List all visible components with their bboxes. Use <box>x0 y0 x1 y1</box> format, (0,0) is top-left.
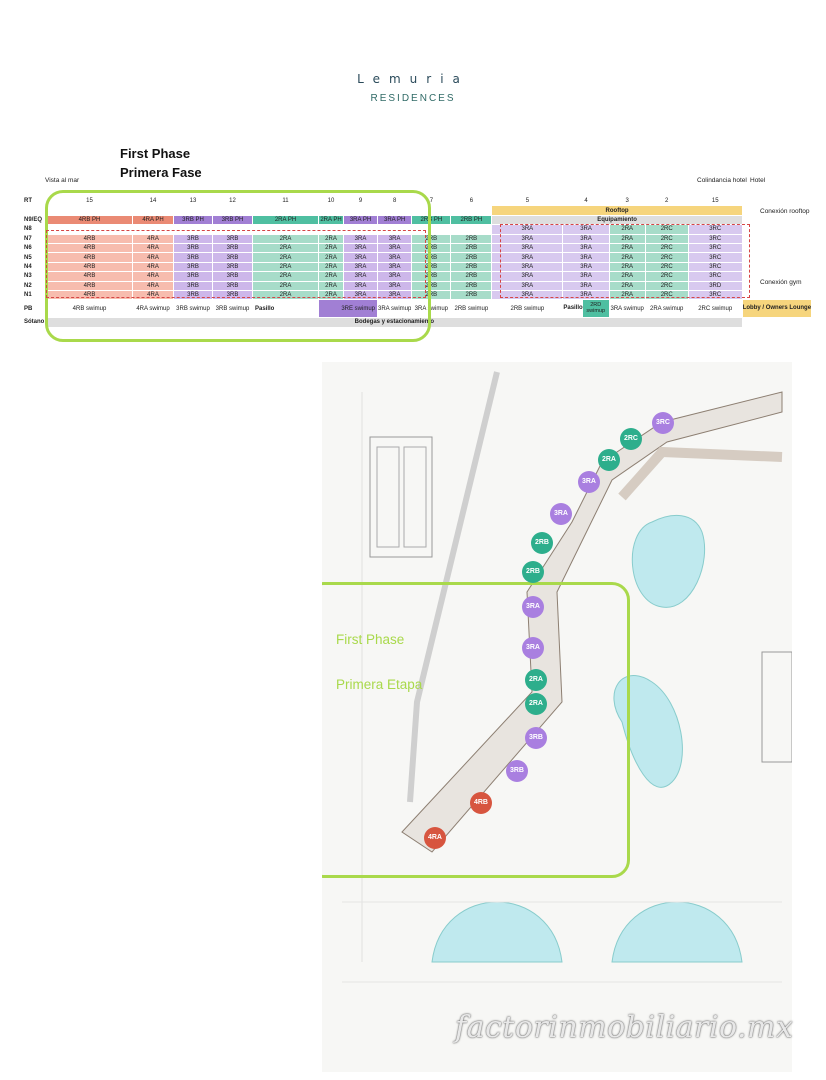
dashed-outline-right <box>500 224 750 298</box>
col-number: 5 <box>491 195 564 207</box>
unit-badge: 2RA <box>525 669 547 691</box>
pb-cell: 2RB swimup <box>491 299 564 319</box>
phase-title-en: First Phase <box>120 146 191 161</box>
unit-badge: 3RC <box>652 412 674 434</box>
row-label-n1: N1 <box>22 289 47 301</box>
pb-cell: 2RA swimup <box>644 299 689 319</box>
unit-cell: 2RB <box>450 271 493 282</box>
pb-cell: 3RE swimup <box>318 299 378 319</box>
col-number: 2 <box>644 195 689 207</box>
pb-row: PB 4RB swimup 4RA swimup 3RB swimup 3RB … <box>22 299 813 319</box>
unit-cell: 2RB <box>450 233 493 244</box>
pb-cell: 2RC swimup <box>687 299 743 319</box>
units-table: RT 15 14 13 12 11 10 9 8 7 6 5 4 3 2 15 … <box>22 195 813 328</box>
unit-cell: 2RB <box>450 261 493 273</box>
unit-badge: 3RB <box>506 760 528 782</box>
row-label-n2: N2 <box>22 280 47 291</box>
phase-title-es: Primera Fase <box>120 165 202 180</box>
row-label-n5: N5 <box>22 252 47 263</box>
phase-title: First Phase Primera Fase <box>120 144 202 182</box>
unit-badge: 2RA <box>598 449 620 471</box>
unit-badge: 3RB <box>525 727 547 749</box>
unit-cell: 3RA <box>376 289 413 301</box>
header-hotel: Hotel <box>750 177 766 184</box>
note-rooftop: Conexión rooftop <box>760 208 810 215</box>
n9-row: N9/EQ 4RB PH 4RA PH 3RB PH 3RB PH 2RA PH… <box>22 214 812 226</box>
pb-cell: 3RA swimup <box>608 299 646 319</box>
pb-cell: 2RB swimup <box>450 299 493 319</box>
unit-badge: 3RA <box>578 471 600 493</box>
col-number: 4 <box>562 195 610 207</box>
unit-cell: 2RB <box>450 289 493 301</box>
rooftop-cell: Rooftop <box>491 205 743 216</box>
brand-subtitle: RESIDENCES <box>370 93 456 104</box>
unit-badge: 2RC <box>620 428 642 450</box>
row-label-pb: PB <box>22 299 47 319</box>
site-plan: First Phase Primera Etapa 3RC 2RC 2RA 3R… <box>322 362 792 1072</box>
unit-cell: 2RB <box>450 252 493 263</box>
unit-cell: 2RB PH <box>450 214 493 226</box>
row-label-n8: N8 <box>22 224 47 235</box>
plan-phase-es: Primera Etapa <box>336 677 423 692</box>
row-label-n6: N6 <box>22 242 47 254</box>
pb-split-cell: Pasillo 2RD swimup <box>562 299 610 319</box>
unit-badge: 2RB <box>531 532 553 554</box>
pb-cell: 2RD swimup <box>582 300 609 317</box>
unit-badge: 4RA <box>424 827 446 849</box>
row-label-sotano: Sótano <box>22 317 47 328</box>
unit-cell: 2RB <box>450 242 493 254</box>
pb-cell: Lobby / Owners Lounge <box>741 299 813 319</box>
row-label-rt: RT <box>22 195 47 207</box>
unit-cell: 2RB <box>450 280 493 291</box>
unit-badge: 3RA <box>522 596 544 618</box>
row-label-n3: N3 <box>22 271 47 282</box>
pb-cell: 4RB swimup <box>46 299 133 319</box>
unit-badge: 2RA <box>525 693 547 715</box>
unit-badge: 2RB <box>522 561 544 583</box>
header-colindancia: Colindancia hotel <box>697 177 747 184</box>
unit-badge: 4RB <box>470 792 492 814</box>
watermark: factorinmobiliario.mx <box>455 1010 794 1045</box>
plan-phase-en: First Phase <box>336 632 405 647</box>
brand-name: Lemuria <box>357 72 469 86</box>
col-number: 15 <box>687 195 743 207</box>
unit-cell <box>450 224 493 235</box>
row-label-blank <box>22 205 47 216</box>
unit-cell: 3RC <box>687 289 743 301</box>
col-number: 6 <box>450 195 493 207</box>
unit-badge: 3RA <box>550 503 572 525</box>
unit-cell: 3RA <box>562 289 610 301</box>
row-label-n4: N4 <box>22 261 47 273</box>
header-vista: Vista al mar <box>45 177 80 184</box>
pb-cell: Pasillo <box>252 299 319 319</box>
dashed-outline-left <box>46 230 426 298</box>
site-plan-drawing <box>322 362 792 1072</box>
row-label-n7: N7 <box>22 233 47 244</box>
col-number: 3 <box>608 195 646 207</box>
note-gym: Conexión gym <box>760 279 802 286</box>
pb-cell: Pasillo <box>563 300 583 317</box>
unit-badge: 3RA <box>522 637 544 659</box>
first-phase-plan-outline <box>322 582 630 878</box>
row-label-n9: N9/EQ <box>22 214 47 226</box>
sotano-row: Sótano Bodegas y estacionamiento <box>22 317 812 328</box>
